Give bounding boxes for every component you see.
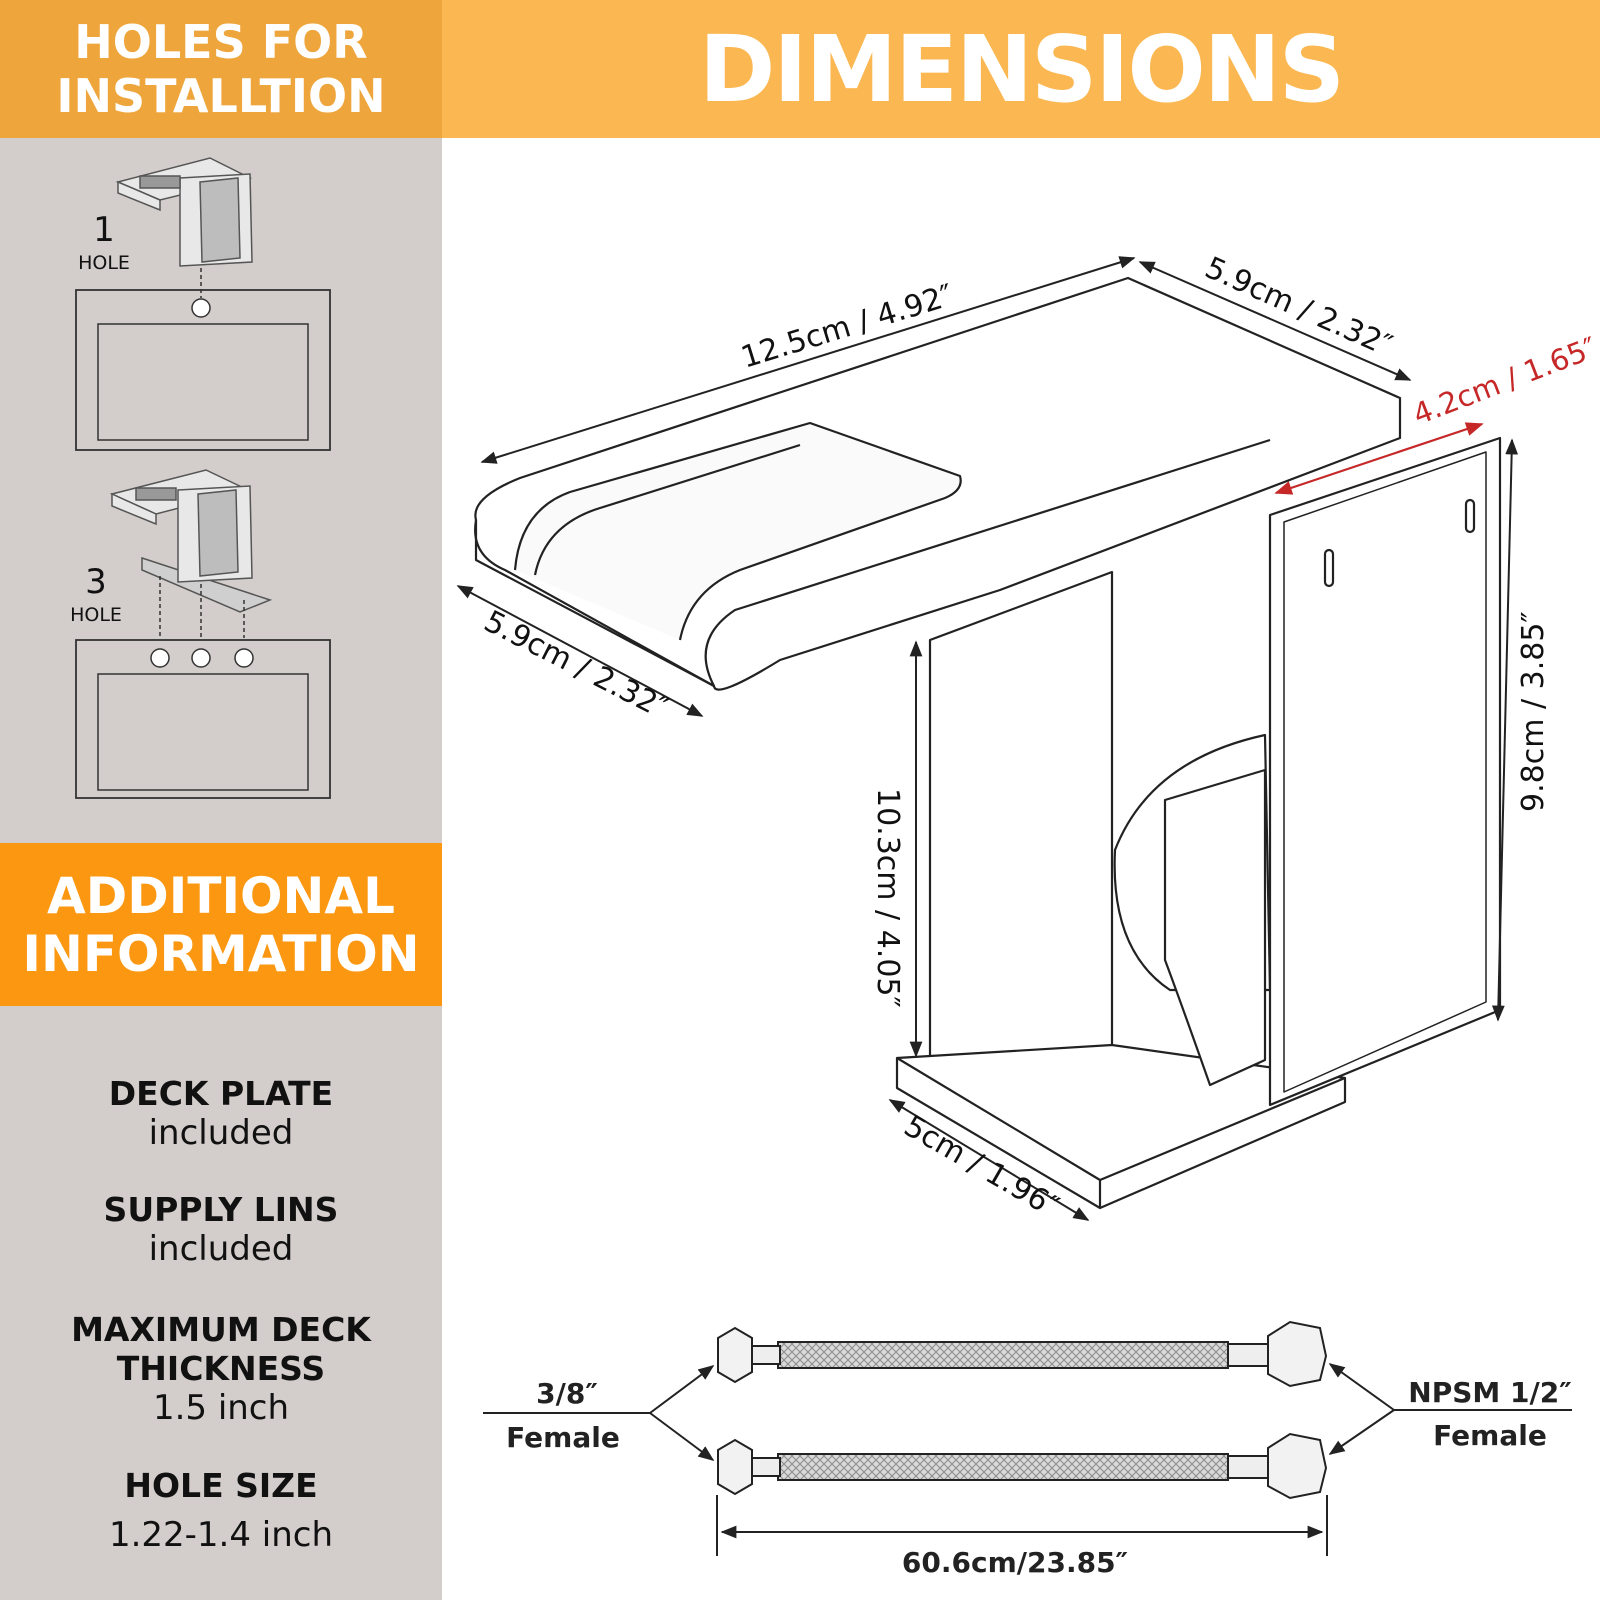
- one-hole-number: 1: [93, 210, 115, 250]
- three-hole-label: HOLE: [70, 604, 122, 626]
- info-label: MAXIMUM DECK THICKNESS: [71, 1310, 371, 1388]
- length-dimension-line: [480, 256, 1136, 464]
- three-hole-faucet-icon: [109, 469, 273, 613]
- info-value: 1.22-1.4 inch: [108, 1515, 334, 1555]
- one-hole-faucet-icon: [115, 157, 253, 267]
- hose-callout-lines: [483, 1363, 1572, 1556]
- handle-width-dimension-line: [1274, 422, 1484, 495]
- supply-hoses: [717, 1320, 1328, 1500]
- hole-circle: [191, 298, 211, 318]
- three-hole-number: 3: [85, 562, 107, 602]
- info-value: included: [148, 1229, 294, 1269]
- info-value: included: [148, 1113, 294, 1153]
- one-hole-basin-outline: [75, 289, 331, 451]
- info-max-deck-thickness: MAXIMUM DECK THICKNESS 1.5 inch: [0, 1310, 442, 1428]
- base-depth-dimension-line: [888, 1099, 1090, 1221]
- hole-circle: [150, 648, 170, 668]
- holes-panel: 1 HOLE 3 HOLE: [0, 138, 442, 843]
- info-hole-size: HOLE SIZE 1.22-1.4 inch: [0, 1466, 442, 1555]
- faucet-body: [474, 276, 1502, 1210]
- dimension-lines: [456, 256, 1519, 1221]
- hose-length-label: 60.6cm/23.85″: [902, 1546, 1128, 1579]
- one-hole-label: HOLE: [78, 252, 130, 274]
- faucet-dimension-drawing: 12.5cm / 4.92″ 5.9cm / 2.32″ 5.9cm / 2.3…: [456, 250, 1600, 1579]
- additional-info-panel: DECK PLATE included SUPPLY LINS included…: [0, 1006, 442, 1600]
- hose-right-type: Female: [1433, 1419, 1547, 1452]
- handle-height-dimension-line: [1491, 438, 1519, 1022]
- info-supply-lines: SUPPLY LINS included: [0, 1190, 442, 1269]
- hole-circle: [191, 648, 211, 668]
- upper-hose: [717, 1320, 1328, 1388]
- spout-height-label: 10.3cm / 4.05″: [870, 788, 905, 1008]
- info-label: DECK PLATE: [108, 1074, 334, 1113]
- info-deck-plate: DECK PLATE included: [0, 1074, 442, 1153]
- top-depth-dimension-line: [1138, 261, 1412, 381]
- dimensions-header: DIMENSIONS: [442, 0, 1600, 138]
- info-label: HOLE SIZE: [124, 1466, 318, 1505]
- info-value: 1.5 inch: [152, 1388, 290, 1428]
- additional-information-header: ADDITIONAL INFORMATION: [0, 843, 442, 1006]
- handle-height-label: 9.8cm / 3.85″: [1516, 611, 1551, 812]
- holes-for-installation-header: HOLES FOR INSTALLTION: [0, 0, 442, 138]
- hole-diagrams: [75, 157, 331, 799]
- spout-depth-dimension-line: [456, 585, 704, 717]
- hose-left-type: Female: [506, 1421, 620, 1454]
- info-label: SUPPLY LINS: [103, 1190, 339, 1229]
- handle-width-label: 4.2cm / 1.65″: [1408, 330, 1600, 431]
- hose-right-size: NPSM 1/2″: [1408, 1376, 1571, 1409]
- hole-circle: [234, 648, 254, 668]
- lower-hose: [717, 1432, 1328, 1500]
- three-hole-basin-outline: [75, 639, 331, 799]
- hose-left-size: 3/8″: [536, 1377, 598, 1410]
